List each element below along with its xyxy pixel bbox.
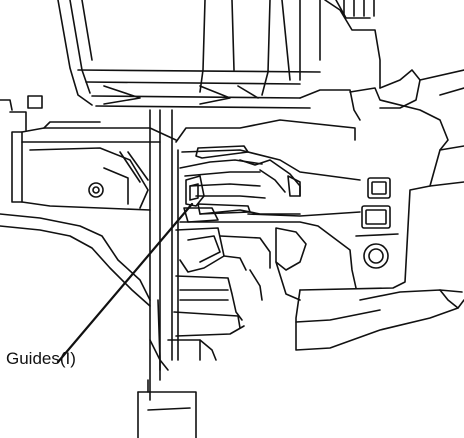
saw-head: [175, 119, 361, 217]
lower-housing: [173, 221, 357, 329]
left-clamp: [0, 95, 177, 211]
bottom-foot: [137, 325, 245, 438]
motor-housing: [57, 0, 321, 109]
bottom-blade-guard: [295, 289, 464, 351]
right-side-plate: [299, 69, 464, 291]
top-right-bracket: [299, 0, 421, 121]
right-side-details: [355, 177, 399, 269]
callout-label-guides: Guides(I): [6, 349, 76, 368]
centre-column: [149, 109, 179, 401]
left-base: [0, 213, 151, 307]
callout-leader-line: [56, 202, 194, 364]
guides-part: [183, 175, 219, 223]
